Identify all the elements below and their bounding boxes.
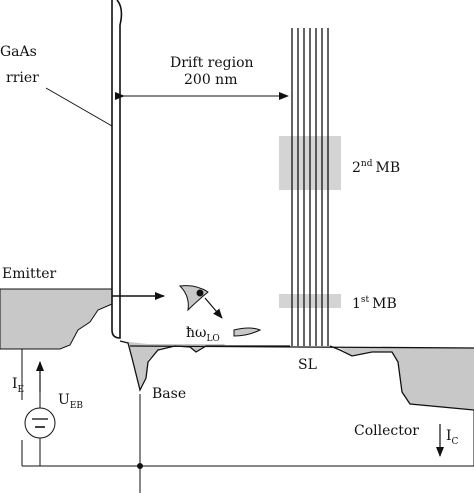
- superlattice: [291, 28, 329, 346]
- ie-label: IE: [12, 376, 24, 395]
- collector-label: Collector: [354, 423, 419, 439]
- relaxed-distribution: [233, 327, 262, 337]
- emitter-fill: [0, 288, 113, 350]
- ic-label: IC: [446, 428, 459, 447]
- emitter-label: Emitter: [2, 266, 57, 282]
- electron-dot: [196, 289, 204, 297]
- phonon-label: ħωLO: [186, 325, 220, 344]
- voltage-source: [24, 392, 56, 466]
- base-label: Base: [152, 386, 186, 402]
- collector-band-line: [329, 345, 474, 411]
- ueb-label: UEB: [58, 392, 83, 411]
- barrier-label-line1: GaAs: [0, 44, 37, 60]
- base-well-fill: [120, 341, 226, 388]
- barrier-label-line2: rrier: [6, 70, 39, 86]
- junction-dot: [137, 463, 143, 469]
- conduction-band-top: [129, 345, 474, 349]
- drift-region-label: Drift region: [170, 55, 254, 71]
- electron-distribution: [178, 285, 209, 312]
- base-band-line: [119, 340, 290, 392]
- barrier: [111, 0, 123, 339]
- scattering-arrow: [204, 297, 223, 319]
- superlattice-label: SL: [298, 357, 317, 373]
- collector-fill: [340, 348, 474, 410]
- drift-region-length: 200 nm: [184, 72, 237, 88]
- barrier-leader-line: [45, 87, 113, 127]
- external-circuit: [21, 349, 474, 493]
